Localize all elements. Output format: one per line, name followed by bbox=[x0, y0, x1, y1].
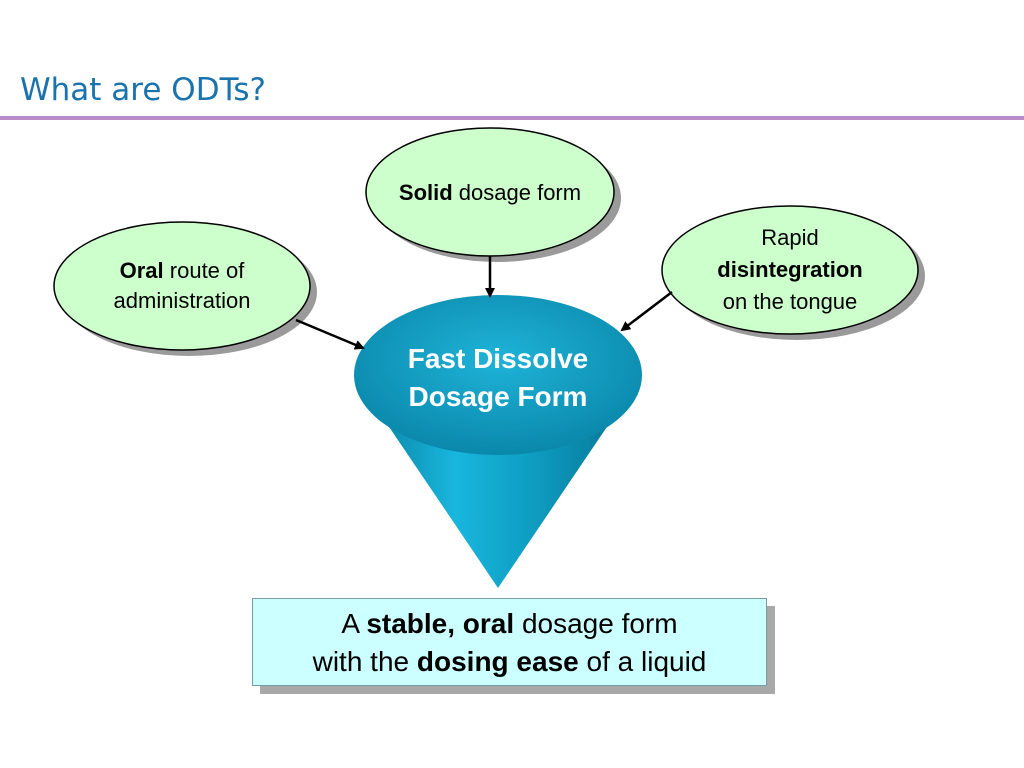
bubble-rapid-label: Rapid disintegration on the tongue bbox=[664, 222, 916, 318]
arrow-left bbox=[295, 318, 365, 350]
bubble-rapid-line3: on the tongue bbox=[722, 289, 858, 314]
result-bold2: dosing ease bbox=[416, 646, 579, 677]
result-line2-prefix: with the bbox=[312, 646, 417, 677]
result-bold1: stable, oral bbox=[366, 608, 515, 639]
funnel-cone bbox=[354, 295, 642, 588]
cone-line1: Fast Dissolve bbox=[407, 343, 589, 374]
result-mid: dosage form bbox=[514, 608, 678, 639]
bubble-solid-label: Solid dosage form bbox=[366, 178, 614, 208]
cone-label: Fast Dissolve Dosage Form bbox=[354, 340, 642, 416]
slide-title: What are ODTs? bbox=[20, 72, 266, 108]
result-box: A stable, oral dosage form with the dosi… bbox=[252, 598, 767, 686]
bubble-solid bbox=[365, 127, 621, 262]
bubble-oral-line2: administration bbox=[113, 288, 251, 313]
bubble-oral-label: Oral route of administration bbox=[56, 256, 308, 316]
title-divider bbox=[0, 116, 1024, 120]
result-line2-suffix: of a liquid bbox=[578, 646, 707, 677]
arrow-right bbox=[620, 291, 673, 332]
bubble-oral-rest: route of bbox=[163, 258, 245, 283]
bubble-rapid-line1: Rapid bbox=[761, 225, 819, 250]
bubble-rapid bbox=[661, 205, 925, 340]
bubble-solid-bold: Solid bbox=[398, 180, 453, 205]
bubble-oral bbox=[53, 221, 317, 356]
cone-line2: Dosage Form bbox=[408, 381, 588, 412]
bubble-oral-bold: Oral bbox=[119, 258, 164, 283]
bubble-rapid-bold: disintegration bbox=[717, 257, 863, 282]
result-prefix: A bbox=[341, 608, 367, 639]
bubble-solid-rest: dosage form bbox=[452, 180, 582, 205]
